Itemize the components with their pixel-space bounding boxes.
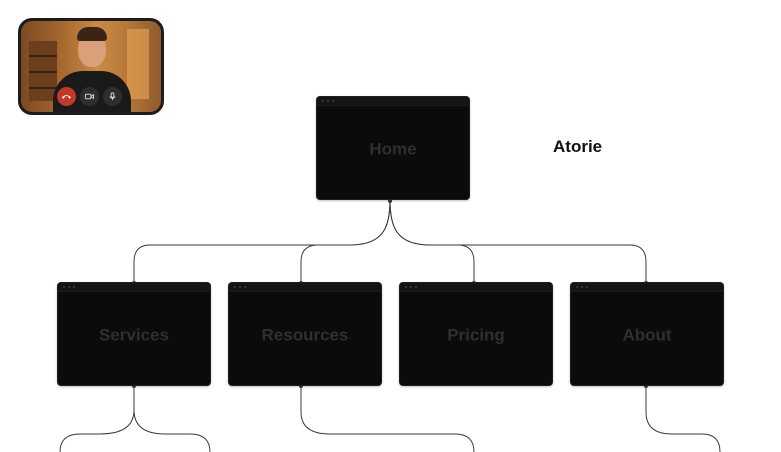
connector-home-pricing <box>390 200 474 284</box>
window-bar <box>229 283 381 292</box>
window-bar <box>400 283 552 292</box>
connector-services-right <box>134 386 210 452</box>
connector-services-left <box>60 386 134 452</box>
page-node-label: Pricing <box>400 326 552 346</box>
page-node-services[interactable]: Services <box>57 282 211 386</box>
connector-home-resources <box>301 200 390 284</box>
window-bar <box>317 97 469 106</box>
page-node-label: About <box>571 326 723 346</box>
connector-home-about <box>390 200 646 284</box>
page-node-label: Resources <box>229 326 381 346</box>
connector-about-child <box>646 386 720 452</box>
page-node-resources[interactable]: Resources <box>228 282 382 386</box>
page-node-about[interactable]: About <box>570 282 724 386</box>
page-node-pricing[interactable]: Pricing <box>399 282 553 386</box>
connector-resources-child <box>301 386 474 452</box>
page-node-home[interactable]: Home <box>316 96 470 200</box>
connector-home-services <box>134 200 390 284</box>
brand-name: Atorie <box>553 137 602 157</box>
window-bar <box>58 283 210 292</box>
page-node-label: Services <box>58 326 210 346</box>
window-bar <box>571 283 723 292</box>
page-node-label: Home <box>317 140 469 160</box>
